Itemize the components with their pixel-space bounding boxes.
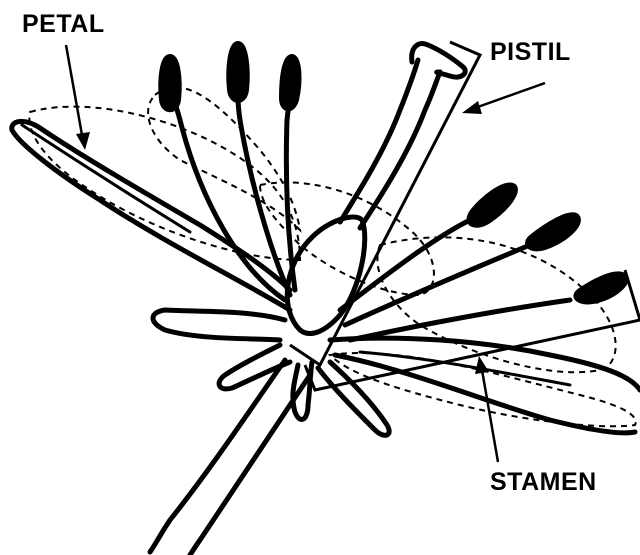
pistil (287, 44, 465, 334)
stamen-5 (345, 213, 580, 325)
petal-left (12, 121, 290, 310)
stamen-1 (159, 55, 285, 300)
stamen-label: STAMEN (490, 470, 597, 495)
petal-arrow (66, 45, 90, 150)
pistil-label: PISTIL (490, 40, 571, 65)
petal-label: PETAL (22, 12, 105, 37)
pistil-arrow (462, 83, 545, 114)
sepals (153, 310, 389, 435)
pistil-bracket (290, 42, 480, 365)
